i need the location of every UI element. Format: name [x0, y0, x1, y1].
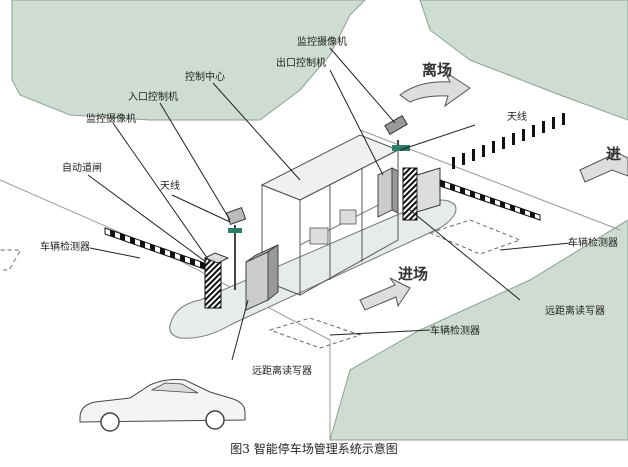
entry-controller: [245, 244, 279, 311]
detector-loop-bottom: [268, 317, 362, 349]
exit-barrier: [402, 167, 541, 221]
figure-caption: 图3 智能停车场管理系统示意图: [230, 442, 398, 456]
label-antenna-right: 天线: [507, 112, 527, 123]
label-auto-barrier: 自动道闸: [62, 163, 102, 174]
central-island: [169, 199, 457, 339]
label-entry-controller: 入口控制机: [128, 92, 178, 103]
exit-arrow: [399, 70, 471, 108]
label-remote-reader-bottom: 远距离读写器: [252, 366, 312, 377]
label-exit-arrow: 离场: [422, 61, 453, 79]
grass-bottom-right: [329, 219, 628, 441]
entry-antenna: [225, 206, 247, 290]
grass-top-right: [419, 0, 628, 121]
leader-lines: [87, 47, 571, 361]
label-monitor-camera-top: 监控摄像机: [297, 37, 347, 48]
label-exit-controller: 出口控制机: [276, 58, 326, 69]
detector-loop-right: [428, 219, 522, 255]
control-center-booth: [260, 134, 400, 296]
grass-top-left: [11, 0, 366, 121]
detector-loop-left: [0, 249, 22, 271]
entry-barrier: [104, 227, 230, 309]
label-remote-reader-right: 远距离读写器: [545, 306, 605, 317]
antenna-array: [452, 113, 565, 169]
label-vehicle-detector-left: 车辆检测器: [40, 242, 90, 253]
exit-controller: [377, 167, 399, 218]
entry-arrow: [359, 277, 411, 311]
label-control-center: 控制中心: [185, 72, 225, 83]
label-vehicle-detector-bottom: 车辆检测器: [430, 326, 480, 337]
label-antenna-left: 天线: [160, 181, 180, 192]
car: [79, 379, 246, 432]
label-arrow-fragment-right: 进: [606, 145, 622, 163]
label-monitor-camera-left: 监控摄像机: [86, 114, 136, 125]
label-vehicle-detector-right: 车辆检测器: [568, 238, 618, 249]
right-arrow: [579, 146, 628, 183]
label-entry-arrow: 进场: [398, 265, 429, 283]
